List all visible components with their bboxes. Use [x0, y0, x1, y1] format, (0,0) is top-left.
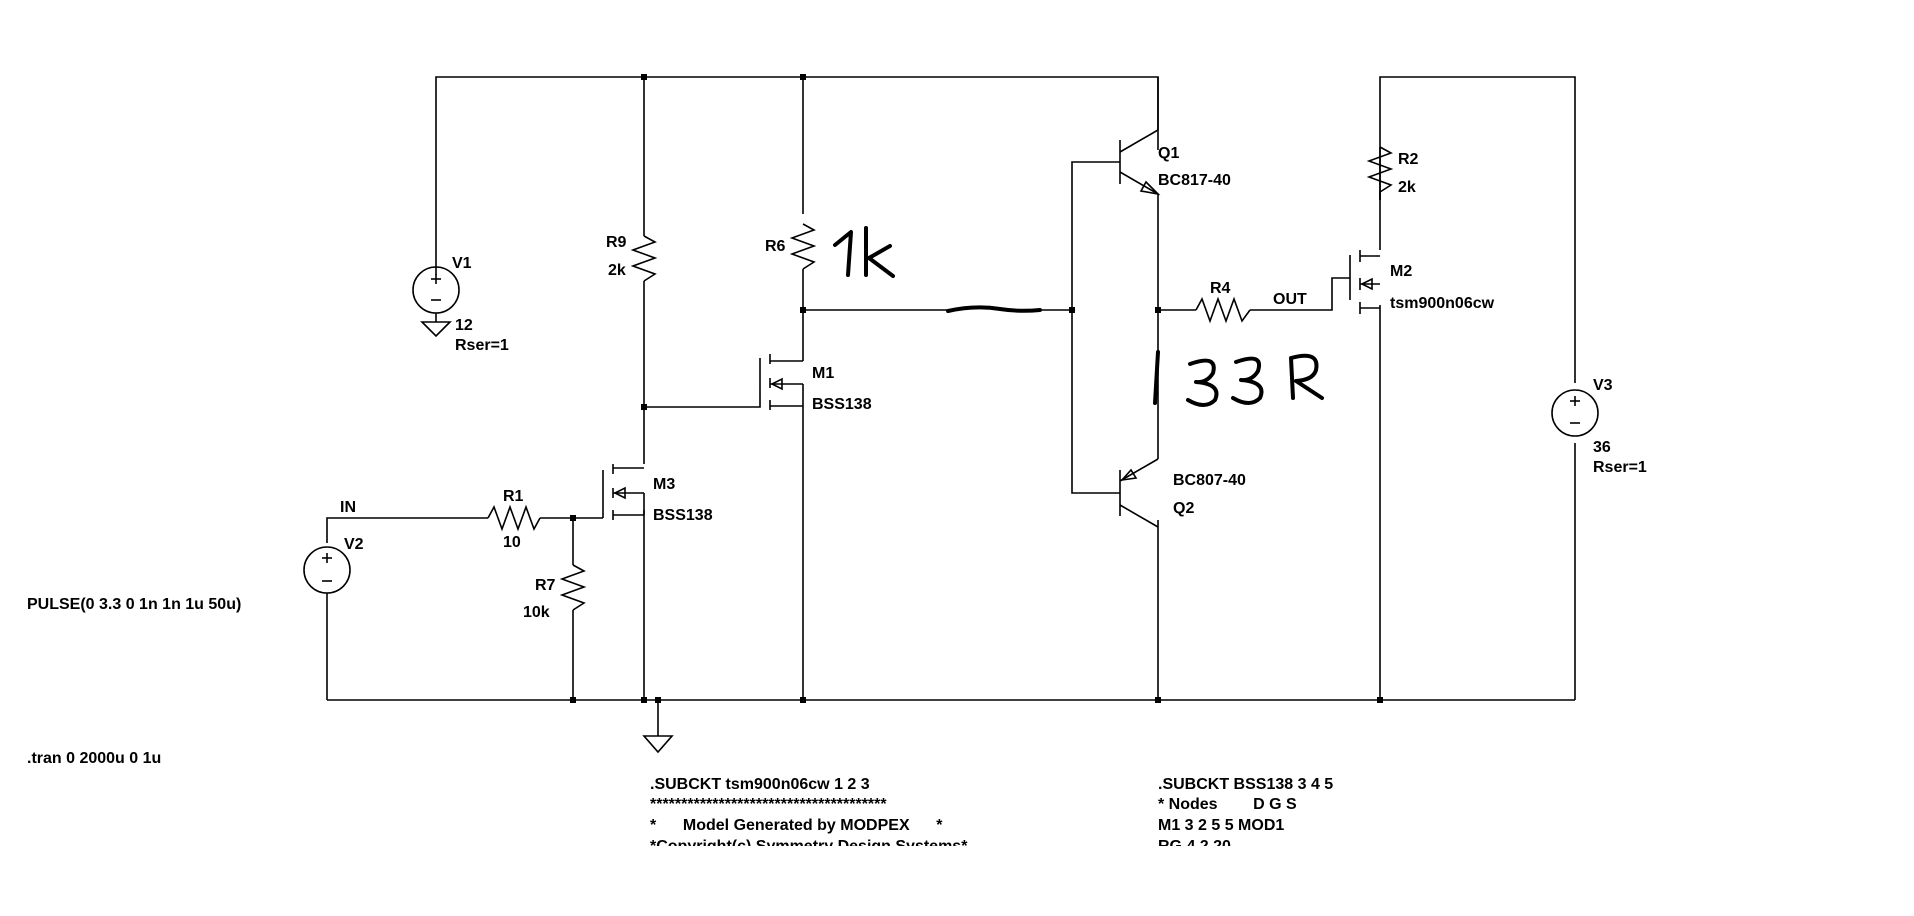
net-label-out: OUT: [1273, 291, 1307, 308]
voltage-source-v1[interactable]: [412, 266, 460, 338]
r1-label: R1: [503, 488, 524, 505]
v3-label: V3: [1593, 377, 1613, 394]
junction-dots: [570, 74, 1383, 703]
voltage-source-v3[interactable]: [1551, 389, 1599, 437]
handwritten-r4-value: [1153, 350, 1324, 407]
subckt2-line-2: * Nodes D G S: [1158, 796, 1297, 813]
subckt1-line-3: * Model Generated by MODPEX *: [650, 817, 943, 834]
resistor-r6[interactable]: [789, 223, 817, 270]
subckt2-line-1: .SUBCKT BSS138 3 4 5: [1158, 776, 1333, 793]
m2-label: M2: [1390, 263, 1412, 280]
mosfet-m2[interactable]: [1349, 250, 1380, 314]
subckt1-line-2: **************************************: [650, 796, 887, 813]
v2-label: V2: [344, 536, 364, 553]
r1-value: 10: [503, 534, 521, 551]
v2-value: PULSE(0 3.3 0 1n 1n 1u 50u): [27, 596, 241, 613]
v1-value: 12: [455, 317, 473, 334]
subckt2-line-3: M1 3 2 5 5 MOD1: [1158, 817, 1284, 834]
v3-value: 36: [1593, 439, 1611, 456]
mosfet-m1[interactable]: [759, 354, 804, 410]
r6-label: R6: [765, 238, 786, 255]
resistor-r7[interactable]: [559, 564, 587, 611]
canvas-bottom-edge: [0, 846, 1914, 916]
resistor-r2[interactable]: [1366, 146, 1394, 200]
ground-symbol-main: [642, 735, 674, 754]
subckt-bss138-block[interactable]: .SUBCKT BSS138 3 4 5 * Nodes D G S M1 3 …: [1158, 776, 1333, 855]
r4-label: R4: [1210, 280, 1231, 297]
r9-value: 2k: [608, 262, 626, 279]
m2-model: tsm900n06cw: [1390, 295, 1495, 312]
r7-label: R7: [535, 577, 556, 594]
m3-model: BSS138: [653, 507, 713, 524]
q2-model: BC807-40: [1173, 472, 1246, 489]
subckt-tsm900n06cw-block[interactable]: .SUBCKT tsm900n06cw 1 2 3 **************…: [650, 776, 968, 855]
handwritten-bridge-mark: [946, 305, 1042, 313]
transistor-q2[interactable]: [1119, 435, 1159, 528]
q2-label: Q2: [1173, 500, 1194, 517]
m1-label: M1: [812, 365, 834, 382]
r2-label: R2: [1398, 151, 1419, 168]
r2-value: 2k: [1398, 179, 1416, 196]
tran-directive[interactable]: .tran 0 2000u 0 1u: [27, 750, 161, 767]
q1-model: BC817-40: [1158, 172, 1231, 189]
q1-label: Q1: [1158, 145, 1179, 162]
mosfet-m3[interactable]: [602, 464, 645, 520]
wires: [326, 76, 1576, 736]
v1-label: V1: [452, 255, 472, 272]
r9-label: R9: [606, 234, 627, 251]
v1-rser: Rser=1: [455, 337, 509, 354]
ground-symbol-v1: [420, 321, 452, 338]
voltage-source-v2[interactable]: [303, 546, 351, 600]
r7-value: 10k: [523, 604, 550, 621]
m1-model: BSS138: [812, 396, 872, 413]
subckt1-line-1: .SUBCKT tsm900n06cw 1 2 3: [650, 776, 870, 793]
resistor-r4[interactable]: [1195, 296, 1251, 324]
resistor-r1[interactable]: [487, 504, 541, 532]
net-label-in: IN: [340, 499, 356, 516]
resistor-r9[interactable]: [630, 226, 658, 282]
v3-rser: Rser=1: [1593, 459, 1647, 476]
m3-label: M3: [653, 476, 675, 493]
transistor-q1[interactable]: [1119, 77, 1161, 208]
handwritten-r6-value: [833, 226, 895, 278]
